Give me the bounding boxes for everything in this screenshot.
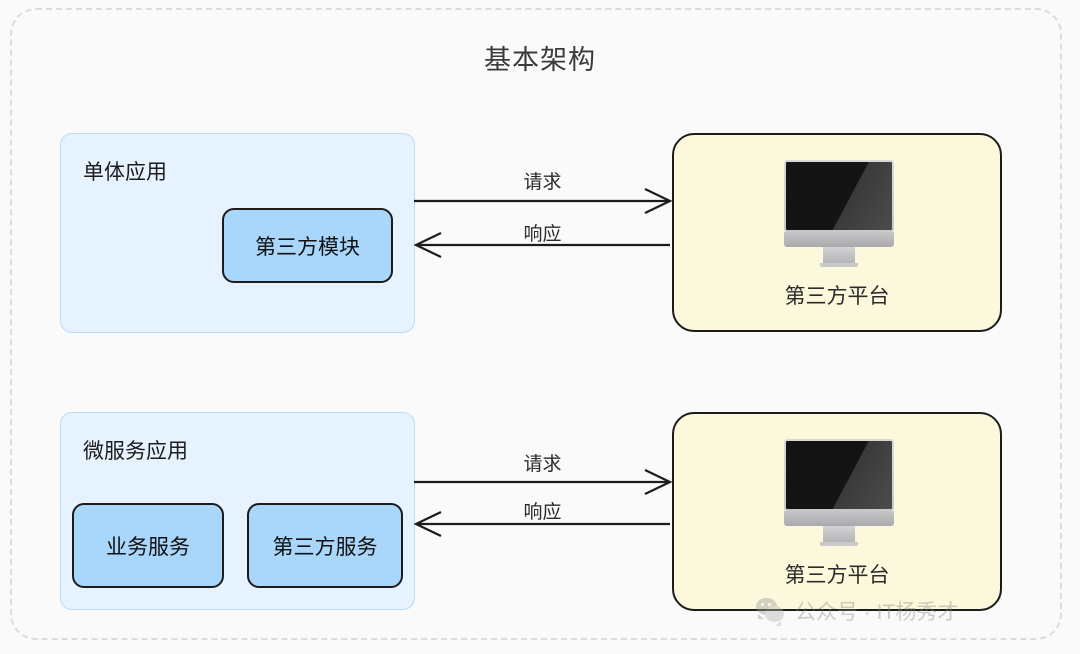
monitor-neck <box>823 247 855 264</box>
watermark-text: 公众号 · IT杨秀才 <box>795 601 959 624</box>
third-party-module-box[interactable]: 第三方模块 <box>222 208 393 283</box>
monitor-icon <box>784 439 894 546</box>
monitor-base-bar <box>784 511 894 526</box>
wechat-icon <box>756 598 786 626</box>
monitor-screen-frame <box>784 160 894 232</box>
monitor-screen-frame <box>784 439 894 511</box>
monitor-screen <box>786 441 892 509</box>
request-label-top: 请求 <box>523 172 562 193</box>
microservice-app-title: 微服务应用 <box>83 440 188 463</box>
third-party-platform-box-bottom: 第三方平台 <box>672 412 1002 611</box>
monitor-foot <box>820 542 858 546</box>
monitor-screen <box>786 162 892 230</box>
request-label-bottom: 请求 <box>523 454 562 475</box>
third-party-service-box[interactable]: 第三方服务 <box>247 503 403 588</box>
third-party-platform-box-top: 第三方平台 <box>672 133 1002 332</box>
monolith-app-title: 单体应用 <box>83 161 167 184</box>
response-label-top: 响应 <box>523 224 562 245</box>
diagram-title: 基本架构 <box>484 45 596 75</box>
monitor-foot <box>820 263 858 267</box>
third-party-platform-label-top: 第三方平台 <box>784 285 890 308</box>
monitor-base-bar <box>784 232 894 247</box>
response-label-bottom: 响应 <box>523 502 562 523</box>
business-service-box[interactable]: 业务服务 <box>72 503 224 588</box>
watermark: 公众号 · IT杨秀才 <box>756 596 958 626</box>
monitor-neck <box>823 526 855 543</box>
third-party-platform-label-bottom: 第三方平台 <box>784 564 890 587</box>
monitor-icon <box>784 160 894 267</box>
